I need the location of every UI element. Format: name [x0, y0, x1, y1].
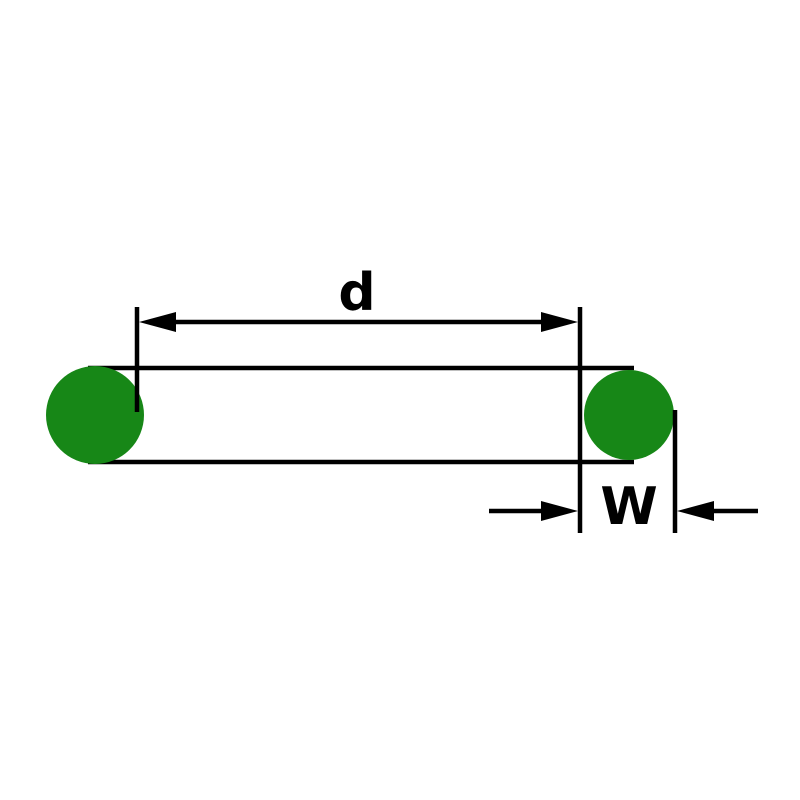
- d-arrowhead-right-icon: [541, 312, 578, 332]
- oring-left-cross-section: [46, 366, 144, 464]
- w-arrowhead-left-icon: [541, 501, 578, 521]
- d-arrowhead-left-icon: [139, 312, 176, 332]
- oring-right-cross-section: [584, 370, 674, 460]
- d-label: d: [338, 263, 375, 323]
- w-arrowhead-right-icon: [677, 501, 714, 521]
- w-label: W: [600, 477, 657, 537]
